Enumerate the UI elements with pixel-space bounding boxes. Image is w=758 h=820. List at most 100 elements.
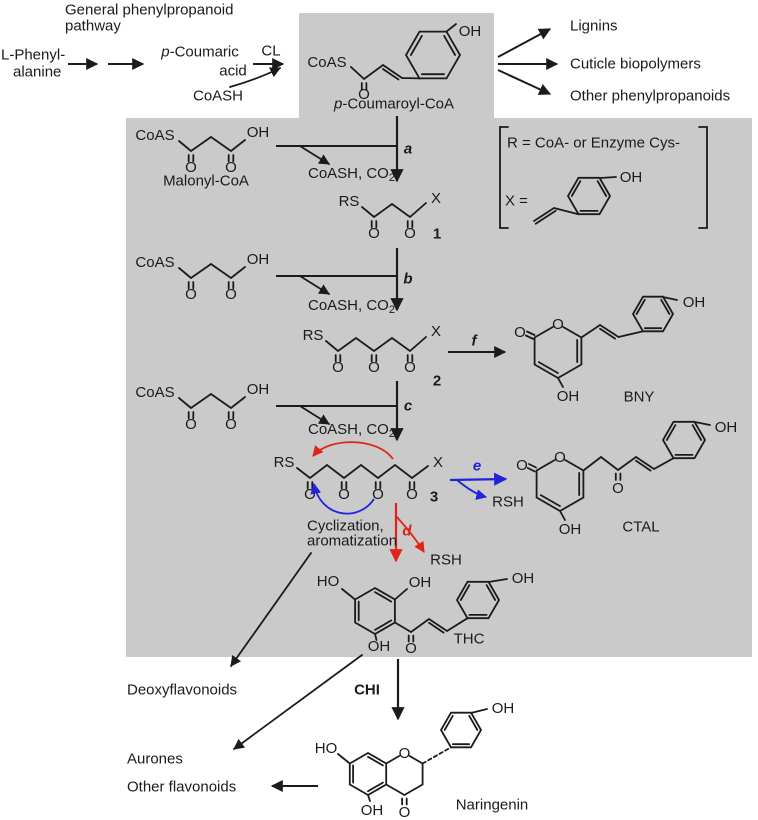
- malonyl-coa-label: Malonyl-CoA: [163, 172, 249, 190]
- structure-bny: O O OH OH: [514, 294, 705, 405]
- atom-o-label: O: [304, 486, 316, 503]
- atom-o-label: O: [225, 286, 237, 303]
- atom-o-label: O: [405, 640, 417, 657]
- x-definition-label: X =: [505, 192, 528, 210]
- structure-naringenin: O HO OH O OH: [315, 700, 515, 820]
- atom-oh-label: OH: [557, 388, 580, 405]
- atom-rs-label: RS: [339, 193, 360, 210]
- arrow-deoxyflavonoids: [230, 552, 312, 667]
- atom-o-label: O: [185, 286, 197, 303]
- byproduct-label-b: CoASH, CO2: [308, 297, 395, 317]
- arrow-coash-curve: [229, 67, 281, 88]
- atom-o-label: O: [406, 486, 418, 503]
- p-coumaroyl-coa-label: p-Coumaroyl-CoA: [333, 95, 455, 113]
- cuticle-biopolymers-label: Cuticle biopolymers: [570, 55, 701, 73]
- coumaric-acid-label-line2: acid: [219, 62, 247, 80]
- atom-oh-label: OH: [620, 169, 643, 186]
- step-d-label: d: [402, 522, 412, 540]
- structure-malonyl-coa-2: CoAS O O OH: [135, 251, 269, 303]
- arrow-aurones: [233, 654, 363, 750]
- cyclization-label-line2: aromatization: [307, 532, 398, 550]
- atom-coas-label: CoAS: [307, 54, 346, 71]
- byproduct-label-c: CoASH, CO2: [308, 421, 395, 441]
- atom-o-label: O: [399, 804, 411, 820]
- entry-arrows: [68, 58, 285, 88]
- atom-o-label: O: [338, 486, 350, 503]
- byproduct-arrow-c: [299, 405, 330, 425]
- atom-oh-label: OH: [247, 251, 270, 268]
- byproduct-label-a: CoASH, CO2: [308, 165, 395, 185]
- atom-rs-label: RS: [274, 454, 295, 471]
- structure-thc: HO OH OH O OH: [317, 570, 535, 657]
- coumaric-acid-label-line1: p-Coumaric: [161, 43, 239, 61]
- atom-oh-label: OH: [559, 521, 582, 538]
- cyclization-label-line1: Cyclization,: [307, 517, 384, 535]
- step-d-e-arrows: [389, 472, 508, 563]
- rsh-release-arrow-d: [395, 515, 425, 553]
- atom-o-label: O: [552, 316, 564, 333]
- legend-definitions: OH: [499, 126, 708, 229]
- gray-panel-top: [299, 13, 494, 118]
- atom-o-label: O: [185, 416, 197, 433]
- atom-ho-label: HO: [317, 573, 340, 590]
- other-phenylpropanoids-label: Other phenylpropanoids: [570, 87, 731, 105]
- pathway-note-line2: pathway: [65, 17, 121, 35]
- atom-o-label: O: [372, 486, 384, 503]
- atom-x-label: X: [433, 454, 443, 471]
- structure-malonyl-coa-3: CoAS O O OH: [135, 381, 269, 433]
- branch-arrows: [497, 28, 559, 95]
- atom-o-label: O: [399, 745, 411, 762]
- atom-o-label: O: [368, 359, 380, 376]
- rsh-label-e: RSH: [492, 493, 524, 511]
- atom-o-label: O: [368, 225, 380, 242]
- structure-malonyl-coa-1: CoAS O O OH: [135, 124, 269, 176]
- right-bracket: [698, 126, 708, 229]
- atom-oh-label: OH: [361, 802, 384, 819]
- ctal-label: CTAL: [622, 518, 660, 536]
- naringenin-label: Naringenin: [455, 796, 529, 814]
- atom-oh-label: OH: [368, 638, 391, 655]
- atom-ho-label: HO: [315, 740, 338, 757]
- atom-o-label: O: [514, 324, 526, 341]
- atom-x-label: X: [431, 323, 441, 340]
- rsh-label-d: RSH: [430, 551, 462, 569]
- chi-enzyme-label: CHI: [354, 681, 380, 699]
- atom-oh-label: OH: [683, 294, 706, 311]
- lignins-label: Lignins: [570, 17, 618, 35]
- atom-coas-label: CoAS: [135, 254, 174, 271]
- atom-oh-label: OH: [247, 381, 270, 398]
- atom-o-label: O: [358, 86, 370, 103]
- compound-2-number: 2: [432, 372, 442, 390]
- thc-label: THC: [453, 630, 485, 648]
- step-a-label: a: [403, 140, 413, 158]
- structure-compound-3: RS O O O O X: [274, 441, 443, 515]
- aurones-label: Aurones: [127, 750, 183, 768]
- structure-compound-2: RS O O O X: [303, 323, 441, 376]
- step-e-label: e: [472, 457, 482, 475]
- compound-3-number: 3: [429, 488, 439, 506]
- step-c-label: c: [403, 397, 413, 415]
- byproduct-arrow-a: [299, 145, 330, 165]
- compound-1-number: 1: [432, 225, 442, 243]
- phenylalanine-label-line2: alanine: [13, 63, 62, 81]
- lactonization-blue-arrow: [310, 482, 375, 515]
- step-b-label: b: [403, 270, 413, 288]
- atom-o-label: O: [225, 416, 237, 433]
- coash-label: CoASH: [192, 87, 244, 105]
- atom-o-label: O: [225, 159, 237, 176]
- phenylalanine-label-line1: L-Phenyl-: [1, 46, 66, 64]
- arrow-step-e: [449, 472, 508, 486]
- atom-rs-label: RS: [303, 327, 324, 344]
- atom-o-label: O: [185, 159, 197, 176]
- step-f-label: f: [471, 332, 477, 350]
- structure-ctal: O O OH O OH: [516, 419, 737, 538]
- condensation-arrows: [276, 116, 507, 442]
- gray-panel-main: [126, 118, 752, 657]
- arrow-lignins: [497, 28, 552, 58]
- atom-oh-label: OH: [459, 23, 482, 40]
- arrow-other-phenylpropanoids: [497, 69, 552, 95]
- claisen-cyclization-red-arrow: [312, 441, 394, 460]
- r-definition-label: R = CoA- or Enzyme Cys-: [507, 134, 680, 152]
